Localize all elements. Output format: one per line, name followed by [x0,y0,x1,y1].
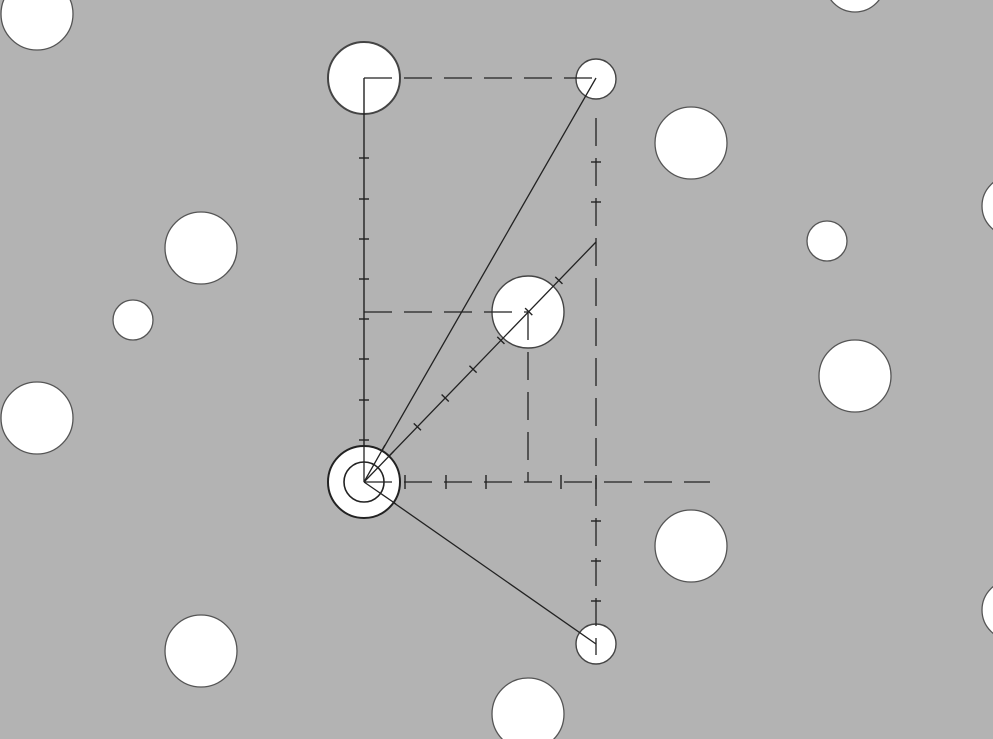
tick-mark [441,394,450,402]
vector-to-top-right [363,77,597,483]
origin-vector-overlay-2 [363,450,395,483]
background-circle [981,585,993,635]
background-circle [654,509,728,583]
background-circle [654,106,728,180]
construction-lines [364,77,710,655]
tick-mark [496,336,505,345]
background-circle [164,211,238,285]
origin-marker [327,444,401,519]
background-circle [981,181,993,231]
tick-mark [413,422,422,431]
origin-vector-overlay-3 [363,481,397,505]
vectors [363,77,597,645]
vector-diagonal [363,241,597,483]
tick-marks [359,157,601,602]
background-circle [0,0,74,51]
tick-mark [468,365,478,374]
tick-mark [524,307,533,316]
tick-mark [554,276,563,285]
background-circle [112,299,154,341]
background-circle [806,220,848,262]
background-circle [164,614,238,688]
background-circle [491,677,565,739]
background-circle [830,0,880,13]
vector-to-bottom-right [363,481,597,645]
background-circle [0,381,74,455]
origin-vector-overlay-1 [363,444,386,483]
background-circle [818,339,892,413]
